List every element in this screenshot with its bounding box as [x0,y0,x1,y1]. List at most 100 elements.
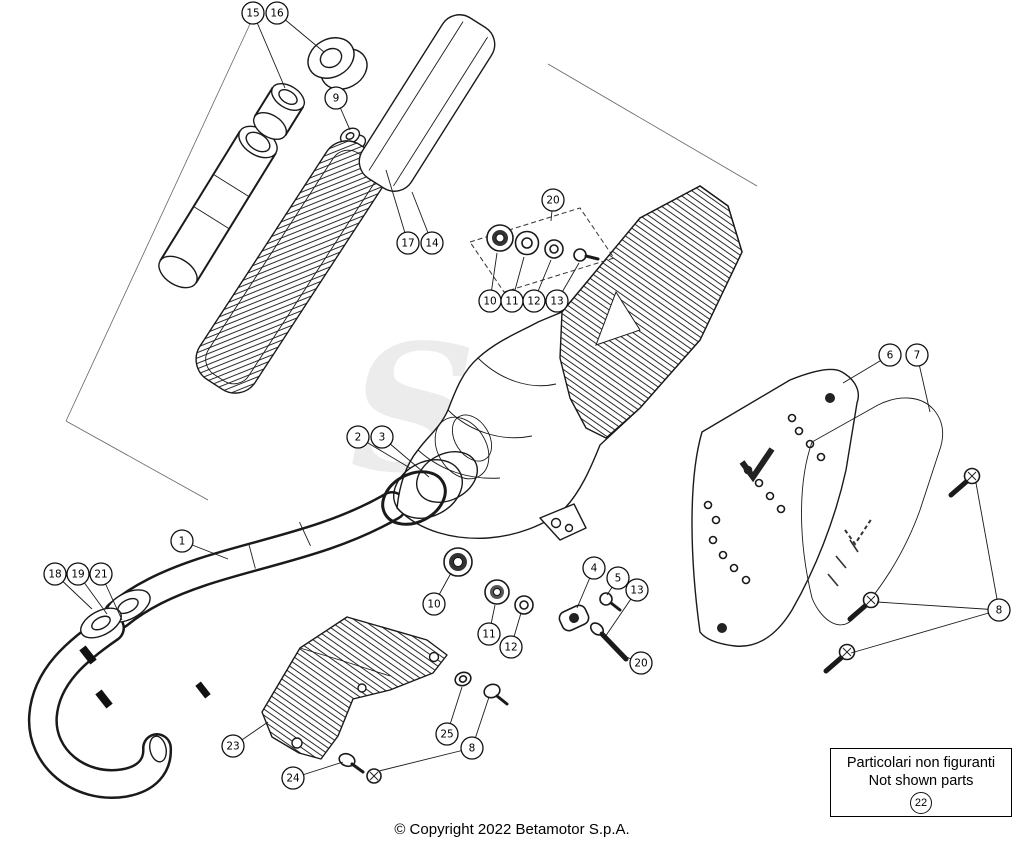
screw-8-bottom [483,683,509,706]
tube-end [158,255,198,289]
callout-number: 10 [427,599,440,611]
callout-circle [435,722,459,746]
small-cap-hole [345,132,355,140]
callout-number: 20 [546,195,559,207]
part-callout-14: 14 [420,231,444,255]
shield-hole [718,550,728,560]
part-callout-11: 11 [477,622,501,646]
callout-number: 11 [505,296,518,308]
callout-number: 20 [634,658,647,670]
part-callout-8: 8 [987,598,1011,622]
part-callout-10: 10 [478,289,502,313]
callout-number: 3 [379,432,386,444]
end-cap-hole [319,47,343,69]
callout-number: 10 [483,296,496,308]
part-callout-5: 5 [606,566,630,590]
guard-outer-line [368,21,464,171]
callout-circle [522,289,546,313]
part-callout-16: 16 [265,1,289,25]
callout-22-number: 22 [914,797,928,809]
leader-line [876,601,1000,611]
construction-lines [65,23,758,501]
outline-emboss [844,517,873,546]
part-callout-10: 10 [422,592,446,616]
tab-hole [550,517,562,529]
bolt-shaft [599,631,629,662]
sleeve-end [252,111,288,141]
callout-circle [346,425,370,449]
leader-line [850,609,1000,654]
part-callout-17: 17 [396,231,420,255]
part-callout-7: 7 [905,343,929,367]
bolt-shaft [350,762,365,774]
part-callout-13: 13 [625,578,649,602]
part-callout-13: 13 [545,289,569,313]
part-callout-11: 11 [500,289,524,313]
mount-hole [569,613,579,623]
bracket-hole [291,737,303,749]
muffler-rear-cap [559,185,743,439]
rear-cap-notch [595,290,641,346]
part-callout-18: 18 [43,562,67,586]
callout-circle [221,734,245,758]
shield-hole [794,426,804,436]
part-callout-12: 12 [522,289,546,313]
screw-shaft [948,479,969,498]
screw-8-right-mid [847,591,880,622]
callout-circle [281,766,305,790]
part-callout-22: 22 [910,792,932,814]
callout-number: 18 [48,569,61,581]
screw-8-right-bottom [823,643,856,674]
callout-circle [370,425,394,449]
callout-circle [396,231,420,255]
bracket-hole [357,683,367,693]
screw-slot [842,647,852,657]
screw-slot [967,471,977,481]
heat-shield-plate [691,368,860,647]
washer-hole [519,600,529,610]
guard-outer-body [358,14,496,192]
part-callout-20: 20 [541,188,565,212]
callout-number: 5 [615,573,622,585]
construction-line [65,420,209,501]
screw-shaft [609,601,622,612]
washer-hole [495,233,505,243]
part-callout-9: 9 [324,86,348,110]
flange-stud [79,645,97,665]
callout-circle [625,578,649,602]
screw-head [599,592,613,606]
screw-8-right-top [948,467,981,498]
callout-number: 8 [469,743,476,755]
callout-number: 25 [440,729,453,741]
bracket-body [261,616,448,760]
callout-number: 15 [246,8,259,20]
part-callout-4: 4 [582,556,606,580]
tube-band [213,174,251,198]
leader-line [252,12,286,89]
part-callout-24: 24 [281,766,305,790]
shield-hole [776,504,786,514]
muffler-contour [417,449,501,479]
callout-circle [170,529,194,553]
spring-clamp [381,470,447,526]
small-bolt [195,681,211,699]
leader-line [378,747,473,772]
muffler-contour [447,409,533,439]
fastener-set-bottom [443,547,629,662]
callout-circle [582,556,606,580]
callout-number: 13 [550,296,563,308]
pipe-bend-fill [30,615,170,797]
callout-number: 16 [270,8,284,20]
screw-shaft [495,694,509,706]
screw-shaft [584,254,600,261]
part-callout-25: 25 [435,722,459,746]
muffler-body [396,185,743,541]
callout-circle [545,289,569,313]
shield-body [691,368,860,647]
pipe-seam [248,543,256,569]
tube-bore [245,131,271,153]
callout-number: 17 [401,238,414,250]
pipe-opening [149,735,167,763]
